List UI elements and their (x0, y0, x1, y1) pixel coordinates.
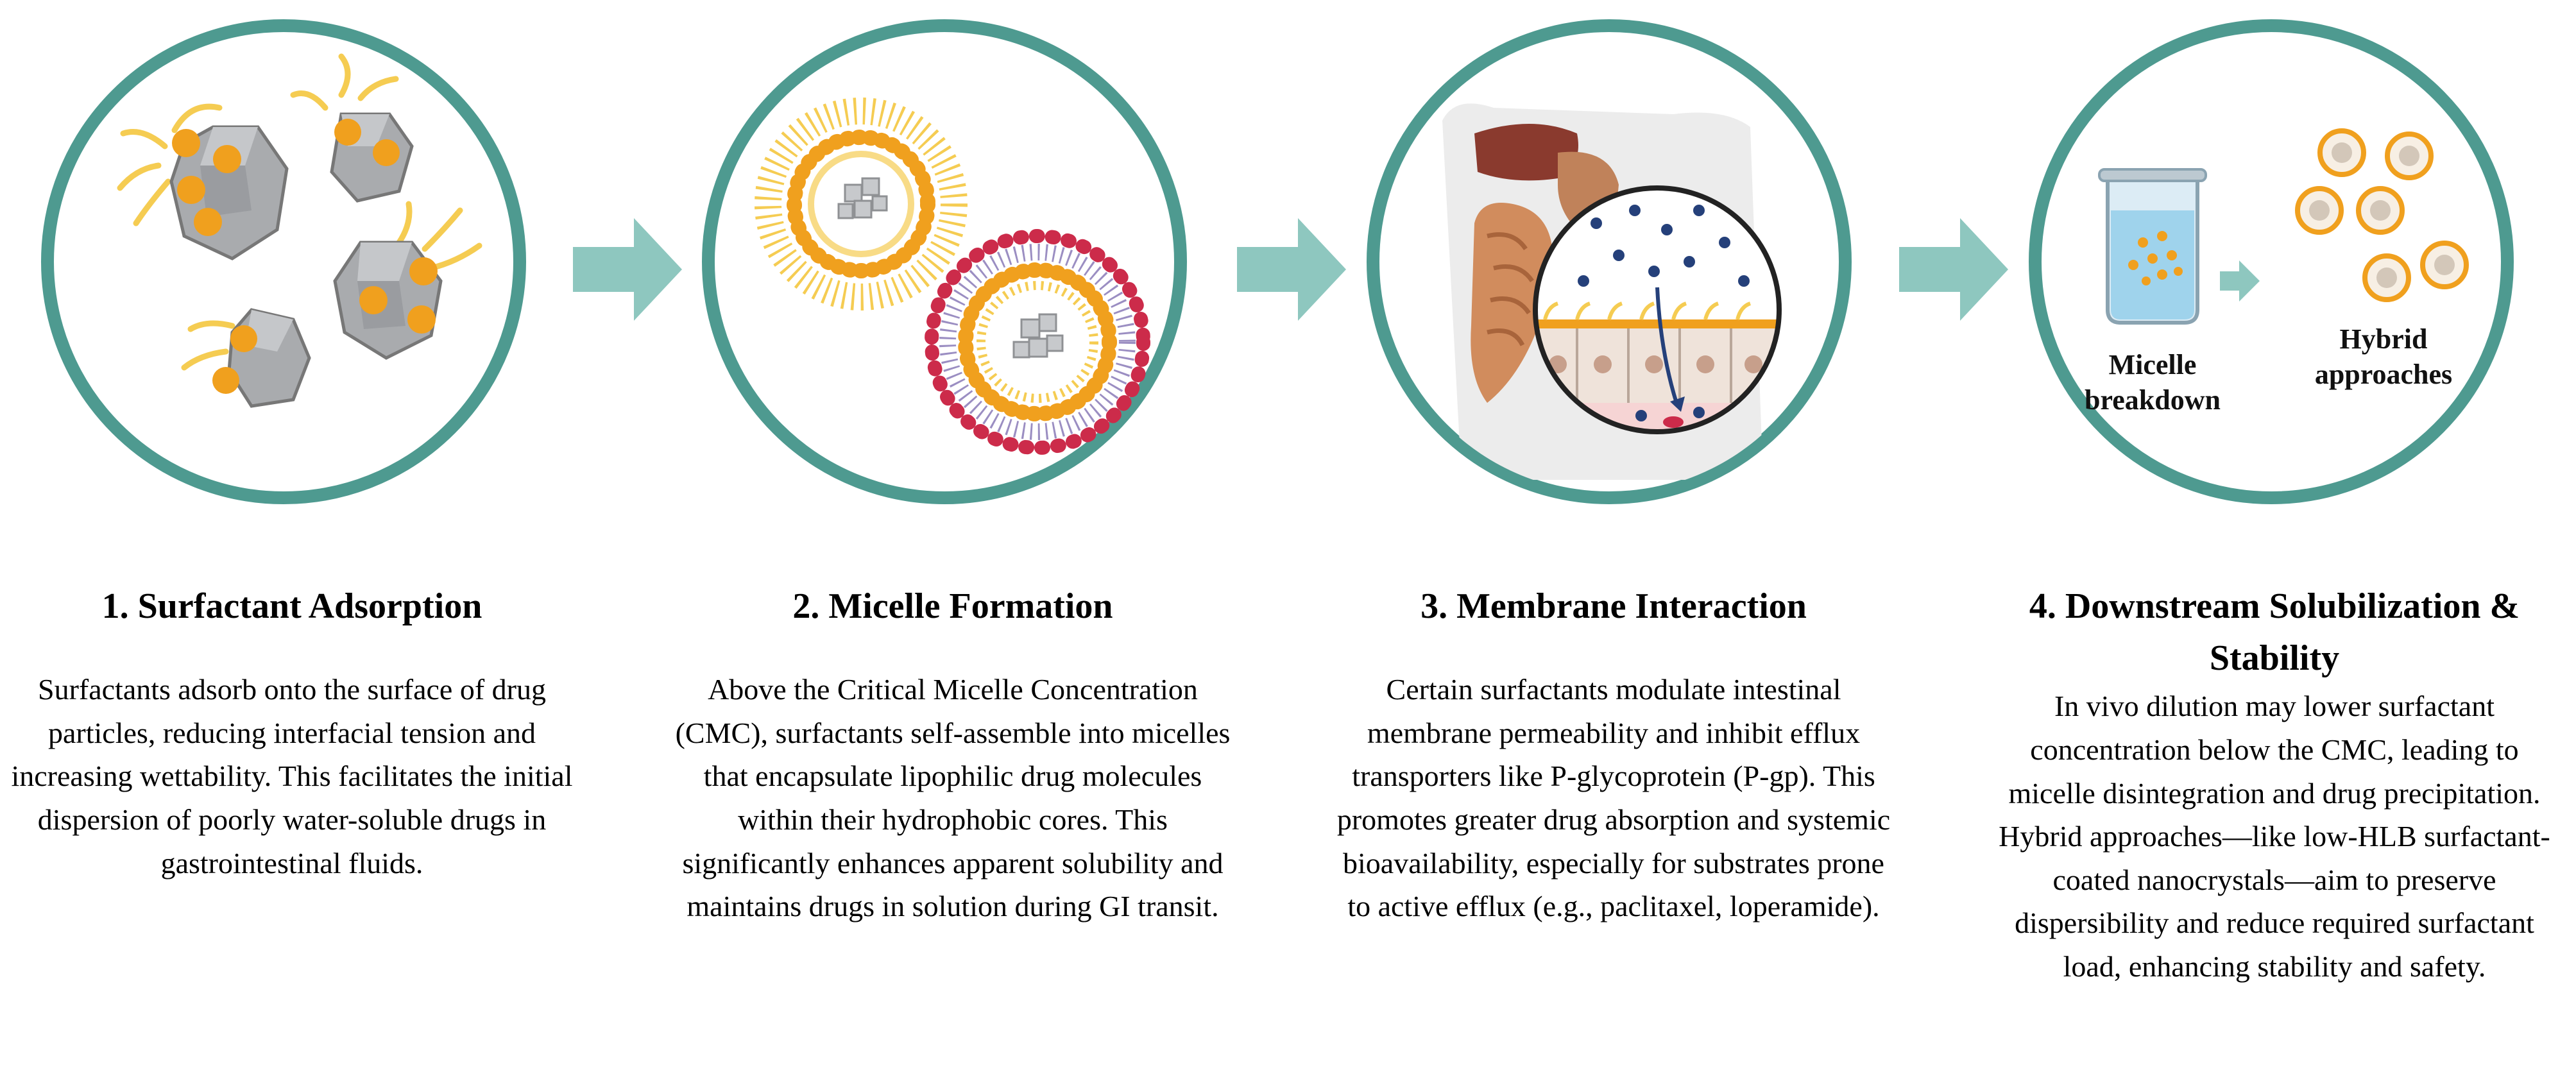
circle-downstream-solubilization: Micelle breakdown Hybrid approaches (2027, 18, 2515, 506)
step-2-description: Above the Critical Micelle Concentration… (675, 673, 1231, 923)
step-3-description: Certain surfactants modulate intestinal … (1336, 673, 1891, 923)
beaker-icon (2098, 168, 2207, 325)
circle-membrane-interaction (1365, 18, 1853, 506)
step-2-block: 2. Micelle Formation Above the Critical … (670, 581, 1235, 928)
arrow-step-1-to-2 (573, 218, 682, 321)
step-4-description: In vivo dilution may lower surfactant co… (1999, 690, 2550, 983)
step-3-block: 3. Membrane Interaction Certain surfacta… (1331, 581, 1896, 928)
circle-micelle-formation (701, 18, 1188, 506)
downstream-solubilization-illustration: Micelle breakdown Hybrid approaches (2029, 19, 2514, 504)
hybrid-approaches-label-line2: approaches (2315, 359, 2452, 390)
step-1-description: Surfactants adsorb onto the surface of d… (11, 673, 573, 879)
hybrid-approaches-label-line1: Hybrid (2340, 323, 2428, 355)
step-1-block: 1. Surfactant Adsorption Surfactants ads… (10, 581, 574, 885)
arrow-step-3-to-4 (1899, 218, 2008, 321)
arrow-right-icon (1899, 218, 2008, 321)
arrow-step-2-to-3 (1237, 218, 1346, 321)
micelle-formation-illustration (702, 19, 1187, 504)
step-4-title: 4. Downstream Solubilization & Stability (2029, 586, 2520, 679)
surfactant-adsorption-illustration (41, 19, 526, 504)
arrow-right-icon (2220, 260, 2260, 302)
arrow-right-icon (573, 218, 682, 321)
step-2-title: 2. Micelle Formation (792, 586, 1113, 626)
membrane-interaction-illustration (1367, 19, 1852, 504)
arrow-right-icon (1237, 218, 1346, 321)
circle-surfactant-adsorption (40, 18, 527, 506)
step-3-title: 3. Membrane Interaction (1420, 586, 1807, 626)
step-1-title: 1. Surfactant Adsorption (101, 586, 482, 626)
step-4-block: 4. Downstream Solubilization & Stability… (1992, 581, 2557, 989)
micelle-breakdown-label-line1: Micelle (2109, 349, 2197, 380)
micelle-breakdown-label-line2: breakdown (2085, 384, 2221, 416)
